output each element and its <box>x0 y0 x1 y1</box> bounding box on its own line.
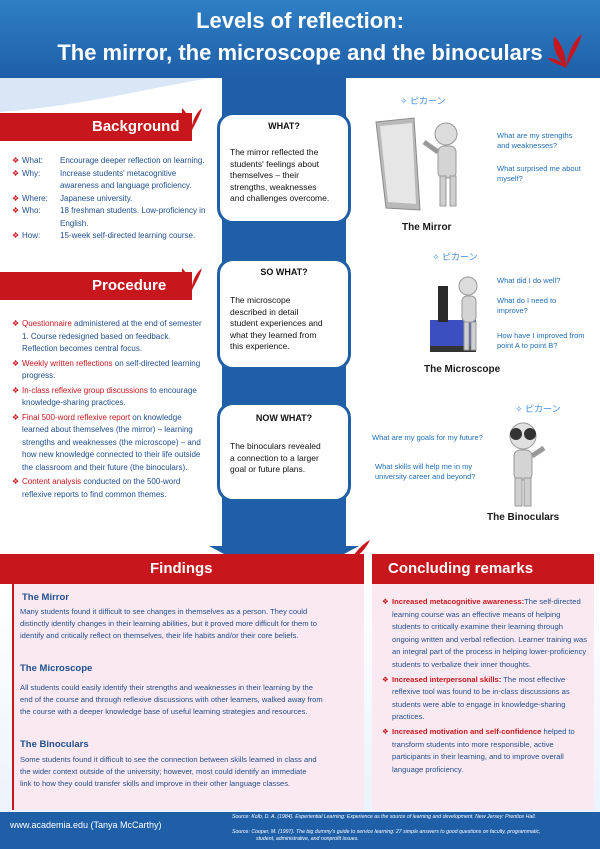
microscope-caption: The Microscope <box>424 364 501 375</box>
header-swoosh <box>0 78 210 112</box>
findings-microscope-title: The Microscope <box>20 663 93 674</box>
footer-url[interactable]: www.academia.edu (Tanya McCarthy) <box>10 820 162 830</box>
conclusions-list: ❖Increased metacognitive awareness:The s… <box>382 596 588 778</box>
findings-mirror-title: The Mirror <box>22 592 69 603</box>
footer: www.academia.edu (Tanya McCarthy) <box>0 812 600 849</box>
binoculars-question: What skills will help me in my universit… <box>375 462 476 481</box>
sparkle-label: ✧ ピカーン <box>400 96 446 106</box>
conclusions-box <box>372 584 594 810</box>
background-band: Background <box>0 113 192 141</box>
binoculars-question: What are my goals for my future? <box>372 433 483 442</box>
red-leaf-icon <box>181 108 202 132</box>
mirror-illustration <box>375 117 458 211</box>
list-item: ❖Content analysis conducted on the 500-w… <box>12 477 181 499</box>
findings-heading: Findings <box>150 560 213 577</box>
binoculars-illustration <box>509 422 546 507</box>
poster-title-line1: Levels of reflection: <box>196 8 404 33</box>
list-item: ❖Increased metacognitive awareness:The s… <box>382 597 588 669</box>
procedure-heading: Procedure <box>92 277 167 294</box>
list-item: ❖Increased interpersonal skills: The mos… <box>382 674 570 722</box>
microscope-question: What did I do well? <box>497 276 561 285</box>
poster-title-line2: The mirror, the microscope and the binoc… <box>57 40 543 65</box>
conclusions-band: Concluding remarks <box>372 554 594 584</box>
list-item: ❖In-class reflexive group discussions to… <box>12 385 197 408</box>
mirror-question: What are my strengths and weaknesses? <box>497 131 573 150</box>
findings-mirror-text: Many students found it difficult to see … <box>20 607 318 640</box>
mirror-question: What surprised me about myself? <box>497 164 581 183</box>
mirror-caption: The Mirror <box>402 222 452 233</box>
findings-band: Findings <box>0 554 364 584</box>
source-cooper: Source: Cooper, M. (1997). The big dummy… <box>232 829 541 842</box>
card-title: WHAT? <box>268 121 300 131</box>
background-heading: Background <box>92 118 180 135</box>
poster-header: Levels of reflection: The mirror, the mi… <box>0 0 600 78</box>
findings-binoculars-title: The Binoculars <box>20 739 89 750</box>
red-leaf-icon <box>181 268 202 292</box>
microscope-illustration <box>430 276 478 352</box>
binoculars-caption: The Binoculars <box>487 512 560 523</box>
findings-microscope-text: All students could easily identify their… <box>20 683 323 716</box>
conclusions-heading: Concluding remarks <box>388 560 534 577</box>
card-title: NOW WHAT? <box>255 413 313 423</box>
findings-box <box>12 584 364 810</box>
list-item: ❖Weekly written reflections on self-dire… <box>12 358 201 381</box>
source-kolb: Source: Kolb, D. A. (1984). Experiential… <box>232 814 537 820</box>
background-list: ❖What:Encourage deeper reflection on lea… <box>12 156 206 240</box>
sparkle-label: ✧ ピカーン <box>432 252 478 262</box>
list-item: ❖Final 500-word reflexive report on know… <box>12 412 201 472</box>
procedure-list: ❖Questionnaire administered at the end o… <box>12 318 204 503</box>
findings-binoculars-text: Some students found it difficult to see … <box>20 755 317 788</box>
sparkle-label: ✧ ピカーン <box>515 404 561 414</box>
red-leaf-icon <box>548 34 582 68</box>
microscope-question: What do I need to improve? <box>497 296 557 315</box>
procedure-band: Procedure <box>0 272 192 300</box>
list-item: ❖Questionnaire administered at the end o… <box>12 319 202 353</box>
list-item: ❖Increased motivation and self-confidenc… <box>382 726 575 774</box>
microscope-question: How have I improved from point A to poin… <box>497 331 585 350</box>
card-title: SO WHAT? <box>260 267 308 277</box>
